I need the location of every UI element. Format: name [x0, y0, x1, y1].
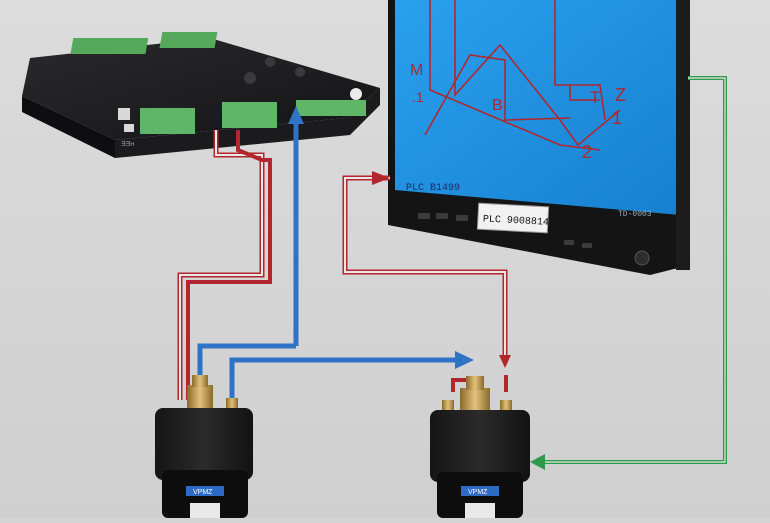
brass-cap: [192, 375, 208, 387]
monitor-screen: [395, 0, 680, 215]
monitor-button[interactable]: [456, 215, 468, 221]
monitor-button[interactable]: [436, 213, 448, 219]
green-wire-inner: [540, 77, 726, 463]
graph-label-b: B: [492, 97, 503, 114]
monitor-side: [676, 0, 690, 270]
graph-label-z: Z: [615, 85, 626, 105]
brass-port: [500, 400, 512, 412]
plc-front-face: [115, 88, 380, 158]
plc-controller: ƎƎʜ: [22, 32, 380, 158]
brass-port: [226, 398, 238, 410]
brass-cap: [466, 376, 484, 390]
monitor-button[interactable]: [582, 243, 592, 248]
graph-line-fourth: [554, 0, 606, 121]
plc-left-face: [22, 96, 115, 158]
device-warning-plate: [190, 503, 220, 518]
terminal-block-top-1: [70, 38, 149, 54]
green-arrowhead-device: [530, 454, 545, 470]
monitor-id-plate: [476, 202, 550, 234]
monitor-right-label: TD-0003: [618, 210, 652, 219]
hmi-monitor: M .1 B T Z 1 2 PLC B1499 PLC 9008814 TD-…: [388, 0, 690, 275]
brass-fitting: [460, 388, 490, 412]
sensor-device-left: VPMZ: [155, 375, 253, 518]
terminal-block-front-1: [140, 108, 195, 134]
plc-screw: [265, 57, 275, 67]
device-label-band: [186, 486, 224, 496]
red-wires: [177, 130, 511, 400]
graph-label-two: 2: [582, 142, 592, 162]
plc-top-face: [22, 38, 380, 140]
screen-status-text: PLC B1499: [406, 183, 460, 194]
terminal-block-front-3: [296, 100, 366, 116]
device-label-band: [461, 486, 499, 496]
plc-screw: [244, 72, 256, 84]
device-body: [430, 410, 530, 482]
graph-label-m: M: [410, 62, 423, 79]
blue-arrowhead-plc: [288, 106, 304, 124]
power-button-icon[interactable]: [634, 250, 650, 266]
graph-line-secondary: [424, 54, 571, 136]
brass-fitting: [187, 385, 213, 409]
plc-status-led: [350, 88, 362, 100]
red-arrowhead-monitor: [372, 171, 390, 185]
red-wire-stub-left: [451, 378, 468, 392]
green-wire: [530, 76, 727, 470]
graph-label-t: T: [590, 88, 600, 107]
red-wire-left-inner: [179, 130, 263, 400]
graph-label-one-left: .1: [412, 89, 424, 105]
brass-port: [442, 400, 454, 412]
graph-line-third: [429, 0, 601, 151]
device-warning-plate: [465, 503, 495, 518]
device-label: VPMZ: [468, 489, 488, 496]
device-body: [155, 408, 253, 480]
graph-line-fifth: [569, 85, 600, 101]
monitor-button[interactable]: [564, 240, 574, 245]
monitor-id-label: PLC 9008814: [483, 214, 550, 228]
monitor-button[interactable]: [418, 213, 430, 219]
terminal-block-front-2: [222, 102, 277, 128]
plc-front-text: ƎƎʜ: [121, 141, 134, 148]
graph-line-main: [454, 0, 621, 147]
graph-label-one-right: 1: [612, 108, 622, 128]
plc-port: [118, 108, 130, 120]
sensor-device-right: VPMZ: [430, 376, 530, 518]
device-label: VPMZ: [193, 489, 213, 496]
blue-wire-right: [229, 357, 455, 405]
red-arrowhead-device: [499, 355, 511, 368]
plc-port: [124, 124, 134, 132]
red-wire-right-inner: [344, 177, 506, 360]
terminal-block-top-2: [159, 32, 218, 48]
screen-graph: [424, 0, 621, 151]
blue-arrowhead-device: [455, 351, 474, 369]
plc-screw: [295, 67, 305, 77]
red-wire-left-2: [186, 130, 272, 400]
